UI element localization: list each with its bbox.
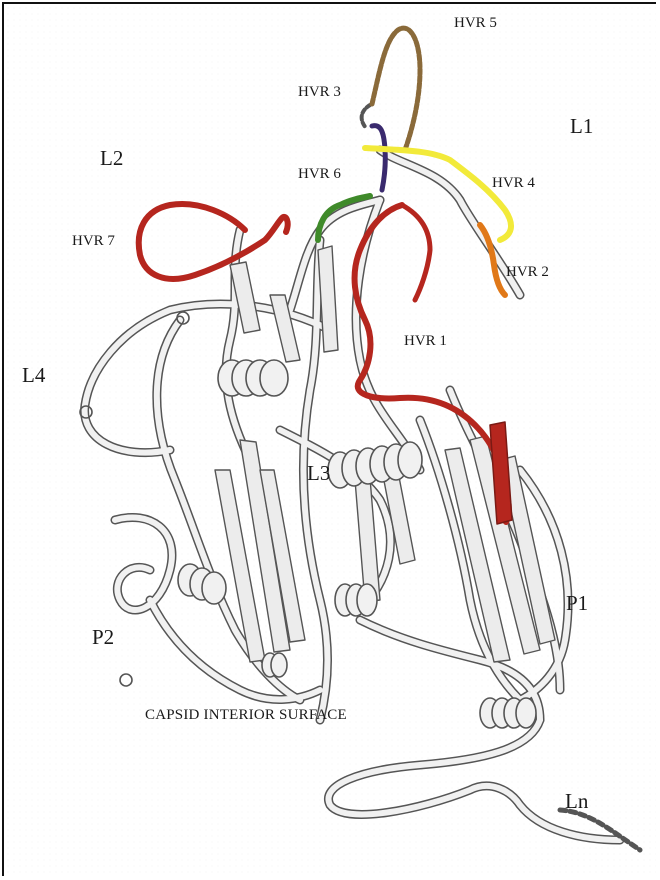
label-hvr3: HVR 3 xyxy=(298,84,341,100)
label-hvr6: HVR 6 xyxy=(298,166,341,182)
label-l4: L4 xyxy=(22,363,46,387)
label-l3: L3 xyxy=(307,461,330,485)
label-l2: L2 xyxy=(100,146,123,170)
label-caption: CAPSID INTERIOR SURFACE xyxy=(145,707,347,723)
label-p1: P1 xyxy=(566,591,588,615)
helix-center-top xyxy=(218,360,288,396)
label-hvr7: HVR 7 xyxy=(72,233,115,249)
label-ln: Ln xyxy=(565,789,589,813)
label-hvr1: HVR 1 xyxy=(404,333,447,349)
helix-p2-small xyxy=(262,653,287,677)
label-hvr2: HVR 2 xyxy=(506,264,549,280)
helix-bottom-right xyxy=(480,698,536,728)
label-p2: P2 xyxy=(92,625,114,649)
label-hvr4: HVR 4 xyxy=(492,175,535,191)
label-l1: L1 xyxy=(570,114,593,138)
label-hvr5: HVR 5 xyxy=(454,15,497,31)
helix-bottom-center xyxy=(335,584,377,616)
